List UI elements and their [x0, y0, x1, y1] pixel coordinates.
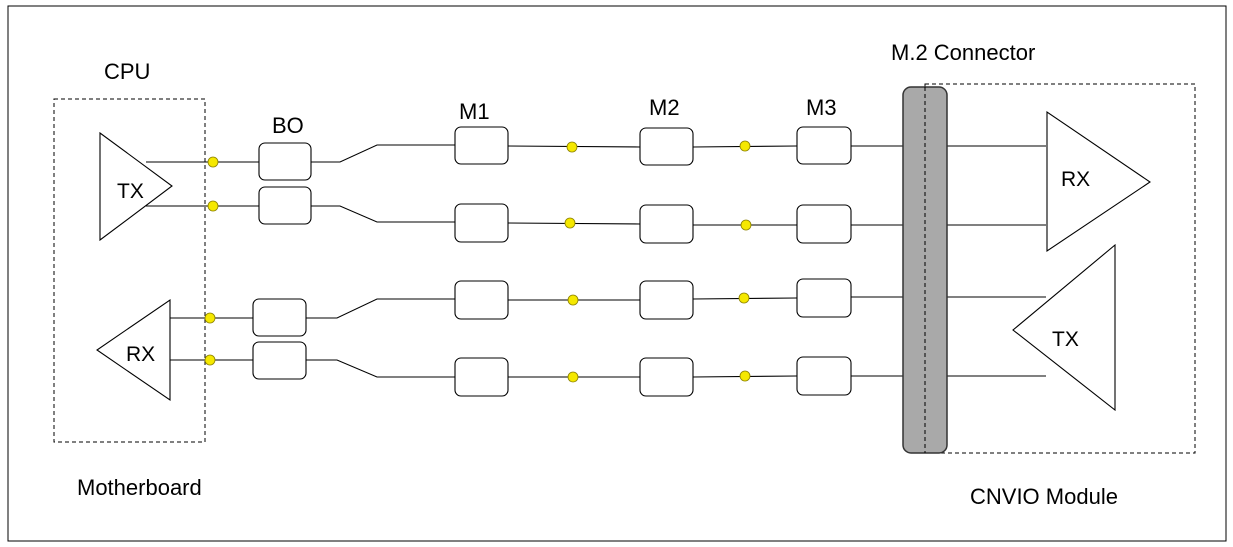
segment-boxes — [252, 126, 852, 397]
buffers — [96, 110, 1151, 412]
m3-segment-label: M3 — [806, 95, 837, 120]
via-dot — [567, 294, 579, 306]
trace-lane-1-b — [311, 144, 455, 163]
m1-box-lane-3 — [454, 280, 509, 320]
via-dot — [204, 312, 216, 324]
module-tx-label: TX — [1052, 328, 1079, 351]
motherboard-label: Motherboard — [77, 475, 202, 500]
vias — [204, 140, 752, 383]
cnvio-module-label: CNVIO Module — [970, 484, 1118, 509]
m3-box-lane-1 — [796, 126, 852, 165]
module-rx-label: RX — [1061, 168, 1091, 191]
cpu-tx-triangle — [99, 131, 173, 242]
m1-box-lane-4 — [454, 357, 509, 397]
cpu-label: CPU — [104, 59, 151, 84]
m2-box-lane-4 — [639, 357, 694, 397]
cpu-boundary — [53, 98, 206, 443]
bo-box-lane-4 — [252, 341, 307, 380]
m1-box-lane-2 — [454, 203, 509, 243]
m2-connector-label: M.2 Connector — [891, 40, 1036, 65]
trace-lane-4-b — [306, 359, 455, 378]
cpu-rx-triangle — [96, 298, 171, 402]
module-rx-triangle — [1046, 110, 1151, 253]
bo-box-lane-1 — [258, 142, 312, 181]
m2-box-lane-2 — [639, 204, 694, 244]
via-dot — [740, 219, 752, 231]
m2-box-lane-1 — [639, 127, 694, 166]
via-dot — [566, 141, 578, 153]
m1-segment-label: M1 — [459, 99, 490, 124]
via-dot — [739, 140, 751, 152]
via-dot — [738, 292, 750, 304]
bo-segment-label: BO — [272, 113, 304, 138]
m3-box-lane-3 — [796, 278, 852, 318]
via-dot — [739, 370, 751, 382]
m2-segment-label: M2 — [649, 95, 680, 120]
m1-box-lane-1 — [454, 126, 509, 165]
m3-box-lane-4 — [796, 356, 852, 396]
m3-box-lane-2 — [796, 204, 852, 244]
via-dot — [567, 371, 579, 383]
bo-box-lane-2 — [258, 186, 312, 225]
m2-box-lane-3 — [639, 280, 694, 320]
via-dot — [204, 354, 216, 366]
trace-lane-2-b — [311, 205, 455, 223]
outer-frame — [7, 5, 1227, 542]
cpu-tx-label: TX — [117, 180, 144, 203]
via-dot — [564, 217, 576, 229]
cpu-rx-label: RX — [126, 343, 156, 366]
module-tx-triangle — [1012, 243, 1116, 412]
via-dot — [207, 156, 219, 168]
trace-lane-3-b — [306, 298, 455, 319]
bo-box-lane-3 — [252, 298, 307, 337]
via-dot — [207, 200, 219, 212]
